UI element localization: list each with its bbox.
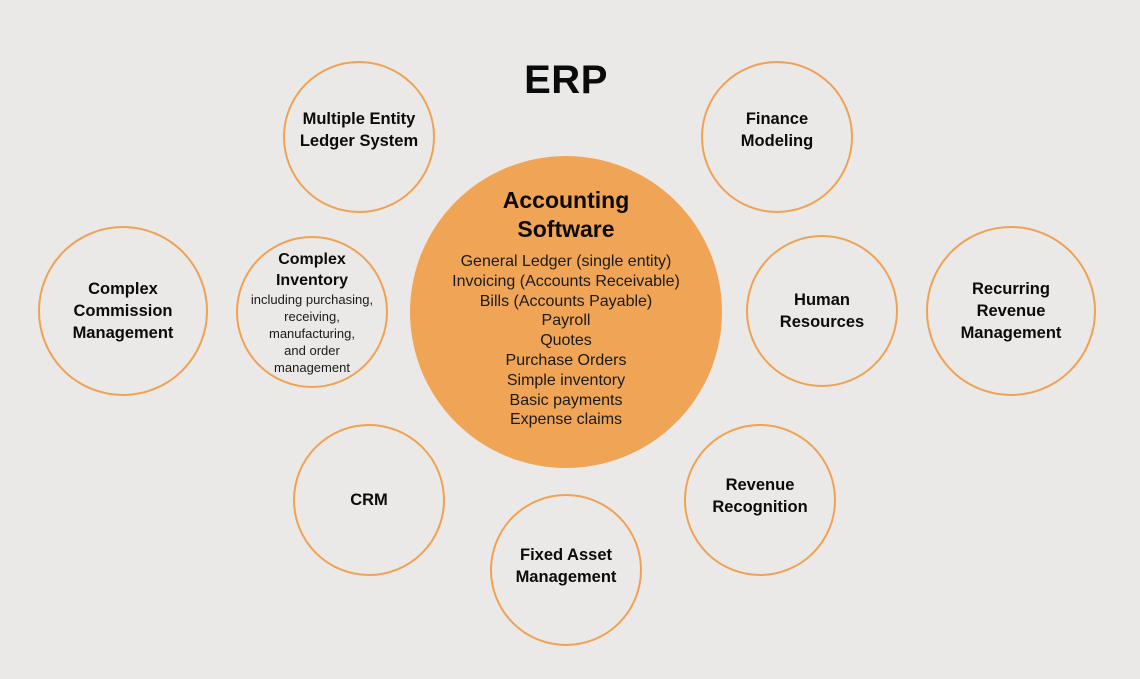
finance-modeling-circle: Finance Modeling <box>701 61 853 213</box>
feature-item: Quotes <box>540 332 592 350</box>
complex-inventory-circle: Complex Inventory including purchasing, … <box>236 236 388 388</box>
diagram-title: ERP <box>524 58 608 102</box>
complex-commission-circle: Complex Commission Management <box>38 226 208 396</box>
module-label: Complex Commission Management <box>72 280 174 342</box>
module-label: Multiple Entity Ledger System <box>299 110 419 150</box>
crm-circle: CRM <box>293 424 445 576</box>
revenue-recognition-circle: Revenue Recognition <box>684 424 836 576</box>
accounting-software-circle: Accounting Software General Ledger (sing… <box>410 156 722 468</box>
feature-item: General Ledger (single entity) <box>460 253 672 270</box>
module-description: including purchasing, receiving, manufac… <box>250 291 374 375</box>
module-label: Complex Inventory <box>275 250 348 289</box>
module-label: Fixed Asset Management <box>515 546 617 586</box>
feature-item: Bills (Accounts Payable) <box>479 292 653 310</box>
module-label: Finance Modeling <box>740 110 814 150</box>
feature-item: Purchase Orders <box>505 351 627 369</box>
feature-item: Invoicing (Accounts Receivable) <box>452 272 680 290</box>
module-label: Revenue Recognition <box>712 476 808 516</box>
human-resources-circle: Human Resources <box>746 235 898 387</box>
accounting-software-label: Accounting Software <box>502 187 630 242</box>
feature-item: Payroll <box>541 312 591 330</box>
fixed-asset-circle: Fixed Asset Management <box>490 494 642 646</box>
module-label: CRM <box>350 491 388 509</box>
accounting-features-list: General Ledger (single entity) Invoicing… <box>452 252 680 430</box>
recurring-revenue-circle: Recurring Revenue Management <box>926 226 1096 396</box>
feature-item: Simple inventory <box>506 371 626 389</box>
module-label: Recurring Revenue Management <box>960 280 1062 342</box>
feature-item: Expense claims <box>509 411 623 429</box>
module-label: Human Resources <box>779 291 865 331</box>
multiple-entity-ledger-circle: Multiple Entity Ledger System <box>283 61 435 213</box>
feature-item: Basic payments <box>509 391 623 409</box>
